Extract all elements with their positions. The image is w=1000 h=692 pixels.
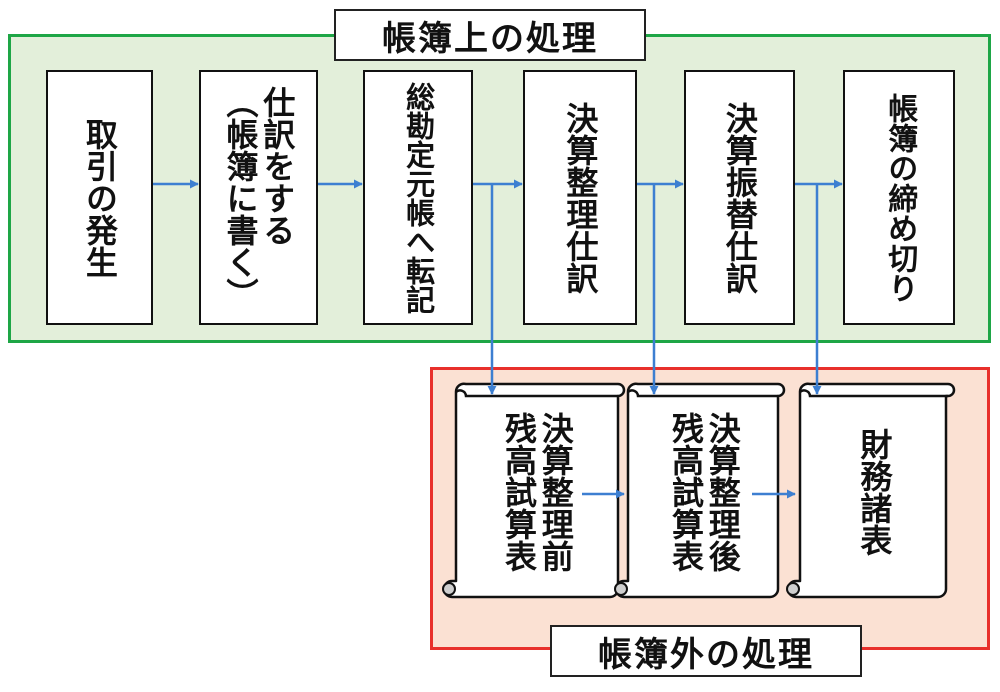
on-book-processing-region bbox=[8, 34, 991, 343]
step-closing-transfer-entries: 決算振替仕訳 bbox=[684, 70, 795, 325]
document-label: 決算整理後 残高試算表 bbox=[667, 412, 742, 572]
step-transaction-occurs: 取引の発生 bbox=[46, 70, 153, 325]
step-label: 総勘定元帳へ転記 bbox=[401, 81, 436, 314]
off-book-processing-title: 帳簿外の処理 bbox=[550, 625, 862, 677]
scroll-document-financial-statements bbox=[786, 382, 956, 599]
step-label: 仕訳をする （帳簿に書く） bbox=[221, 85, 297, 310]
on-book-processing-title: 帳簿上の処理 bbox=[334, 9, 646, 61]
step-closing-the-books: 帳簿の締め切り bbox=[843, 70, 955, 325]
step-post-to-general-ledger: 総勘定元帳へ転記 bbox=[363, 70, 473, 325]
step-journalize: 仕訳をする （帳簿に書く） bbox=[199, 70, 318, 325]
step-label: 帳簿の締め切り bbox=[882, 92, 918, 303]
document-post-closing-trial-balance: 決算整理後 残高試算表 bbox=[634, 400, 774, 584]
step-closing-adjustment-entries: 決算整理仕訳 bbox=[523, 70, 637, 325]
scroll-document-post-closing-trial-balance bbox=[614, 382, 786, 599]
document-financial-statements: 財務諸表 bbox=[806, 400, 942, 584]
step-label: 決算振替仕訳 bbox=[720, 101, 759, 294]
document-label: 決算整理前 残高試算表 bbox=[500, 412, 575, 572]
step-label: 決算整理仕訳 bbox=[561, 101, 600, 294]
document-pre-closing-trial-balance: 決算整理前 残高試算表 bbox=[462, 400, 612, 584]
scroll-document-pre-closing-trial-balance bbox=[442, 382, 626, 599]
step-label: 取引の発生 bbox=[80, 117, 119, 278]
document-label: 財務諸表 bbox=[855, 428, 894, 556]
